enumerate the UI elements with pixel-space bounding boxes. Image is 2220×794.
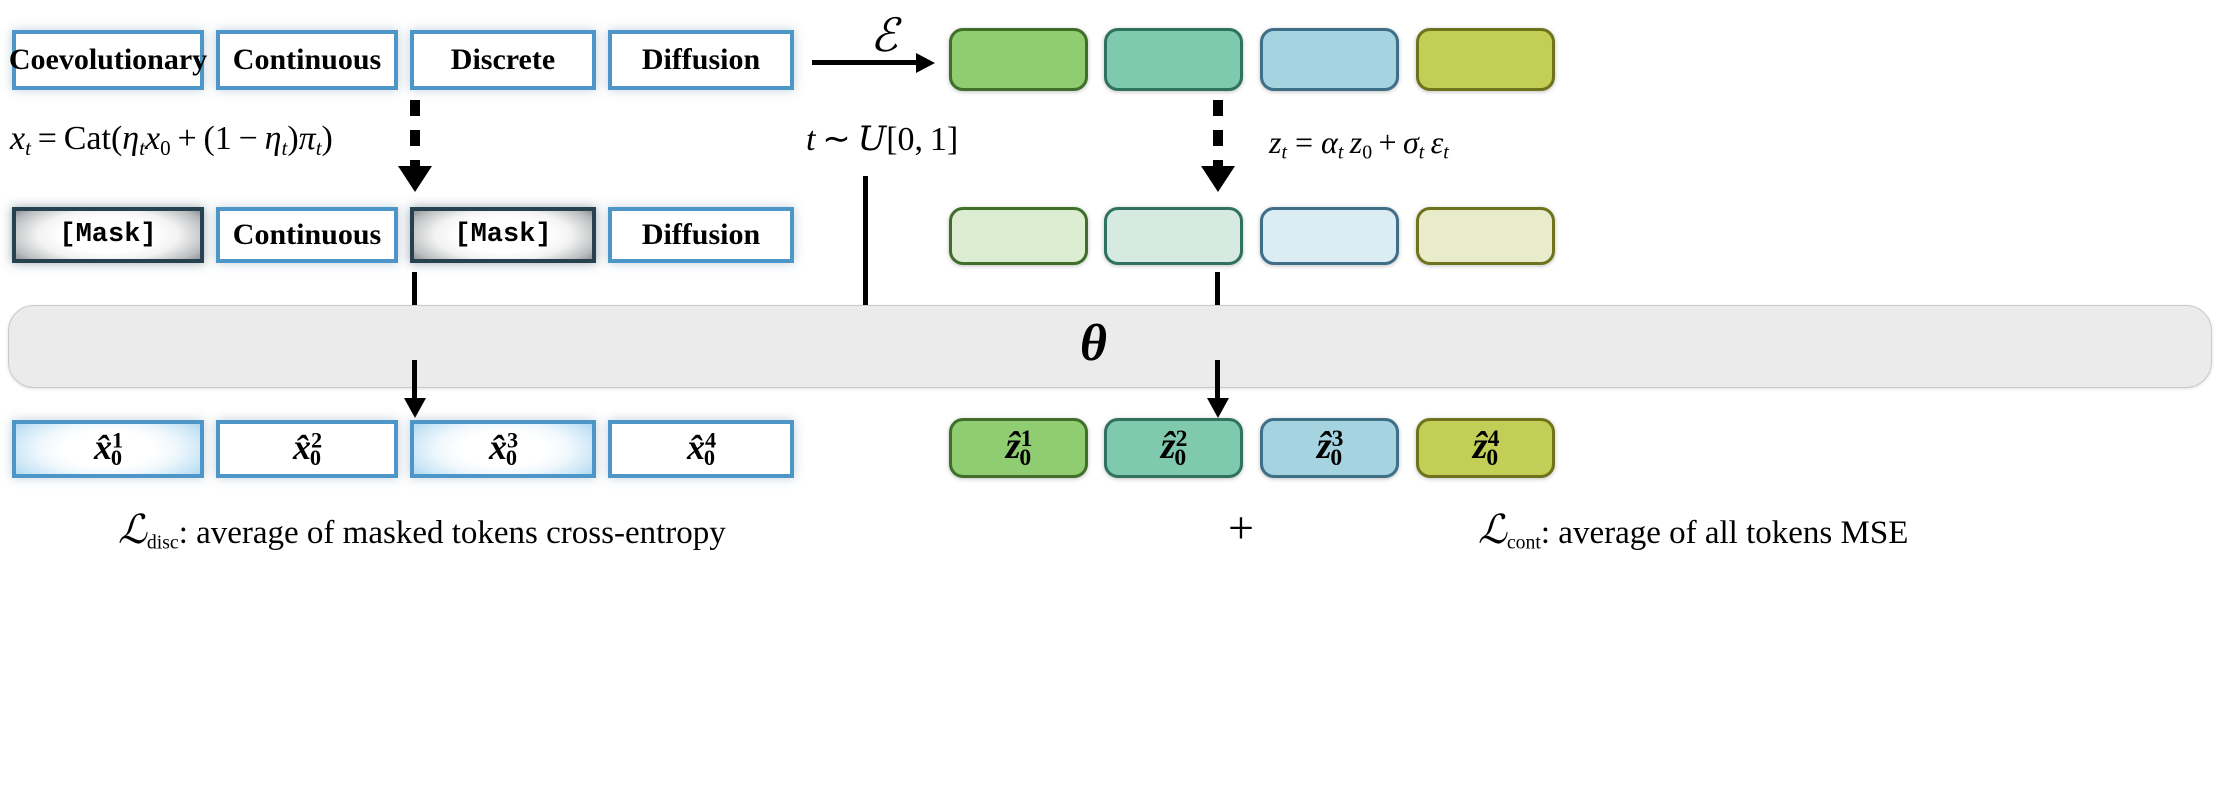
predicted-latent-1: ẑ10 [949,418,1088,478]
predicted-latent-2: ẑ20 [1104,418,1243,478]
continuous-loss-caption: ℒcont: average of all tokens MSE [1478,510,1908,553]
predicted-token-3: x̂30 [410,420,596,478]
model-theta-symbol: θ [1080,315,1107,372]
time-sampling-equation: t ∼ U[0, 1] [806,119,959,159]
predicted-latent-3: ẑ30 [1260,418,1399,478]
discrete-loss-subscript: disc [146,531,179,554]
noised-token-2: Continuous [216,207,398,263]
predicted-token-2: x̂20 [216,420,398,478]
discrete-noising-arrow [398,100,432,200]
predicted-token-4-label: x̂40 [686,426,717,470]
clean-token-2: Continuous [216,30,398,90]
model-theta-bar [8,305,2212,388]
predicted-latent-3-label: ẑ30 [1316,425,1344,471]
continuous-loss-symbol: ℒ [1478,507,1507,553]
predicted-token-2-label: x̂20 [292,426,323,470]
clean-latent-2 [1104,28,1243,91]
discrete-loss-caption: ℒdisc: average of masked tokens cross-en… [118,510,726,553]
clean-token-3: Discrete [410,30,596,90]
noised-latent-3 [1260,207,1399,265]
predicted-latent-1-label: ẑ10 [1005,425,1033,471]
continuous-loss-text: : average of all tokens MSE [1540,515,1909,551]
noised-latent-1 [949,207,1088,265]
clean-latent-3 [1260,28,1399,91]
clean-token-4: Diffusion [608,30,794,90]
continuous-forward-equation: zt = αt z0 + σt εt [1269,124,1449,164]
clean-token-1: Coevolutionary [9,30,207,90]
predicted-token-1: x̂10 [12,420,204,478]
noised-token-3: [Mask] [410,207,596,263]
noised-token-1: [Mask] [12,207,204,263]
predicted-latent-4-label: ẑ40 [1472,425,1500,471]
continuous-noising-arrow [1201,100,1235,200]
predicted-token-3-label: x̂30 [488,426,519,470]
clean-latent-1 [949,28,1088,91]
continuous-out-arrow [1207,360,1229,420]
predicted-token-1-label: x̂10 [93,426,124,470]
discrete-loss-text: : average of masked tokens cross-entropy [178,515,726,551]
encoder-arrow [812,52,938,74]
predicted-latent-4: ẑ40 [1416,418,1555,478]
noised-latent-2 [1104,207,1243,265]
encoder-symbol: ℰ [870,8,898,62]
predicted-token-4: x̂40 [608,420,794,478]
continuous-loss-subscript: cont [1506,531,1541,554]
discrete-forward-equation: xt = Cat(ηtx0 + (1 − ηt)πt) [10,120,333,160]
noised-token-4: Diffusion [608,207,794,263]
loss-combine-plus: + [1228,502,1254,553]
clean-latent-4 [1416,28,1555,91]
noised-latent-4 [1416,207,1555,265]
discrete-out-arrow [404,360,426,420]
discrete-loss-symbol: ℒ [118,507,147,553]
predicted-latent-2-label: ẑ20 [1160,425,1188,471]
